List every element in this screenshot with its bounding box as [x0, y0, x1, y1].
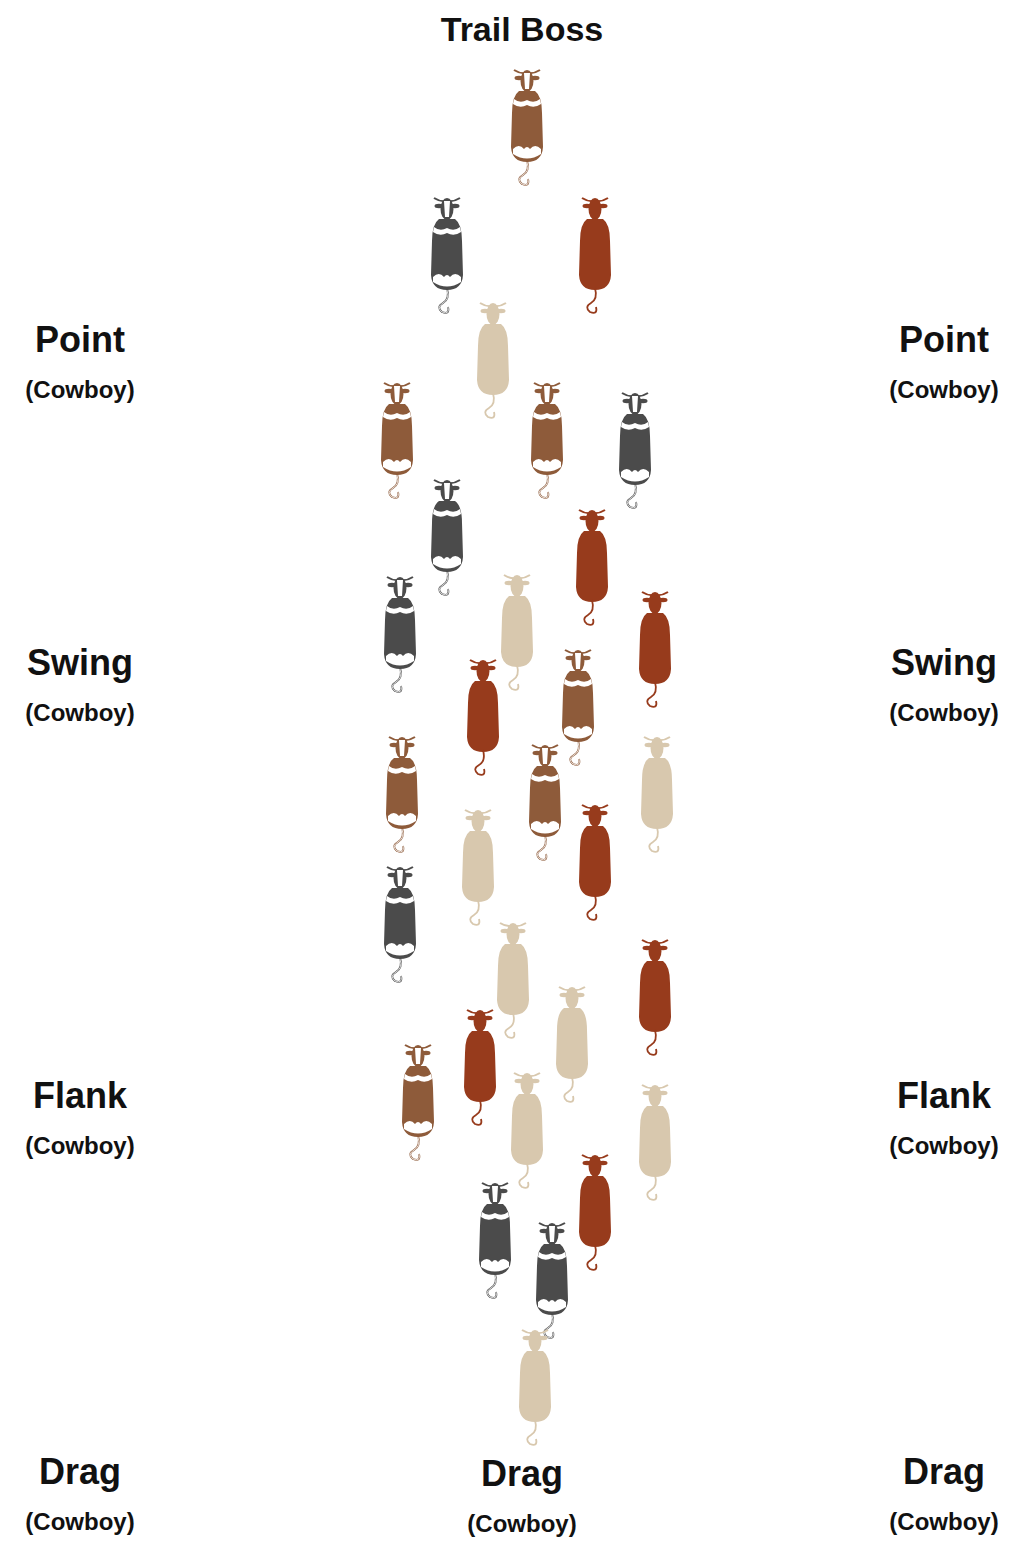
role-label: (Cowboy)	[25, 1508, 134, 1536]
cow-figure	[384, 577, 416, 692]
cow-figure	[639, 1085, 671, 1200]
cow-figure	[467, 660, 499, 775]
cow-figure	[477, 303, 509, 418]
cow-figure	[511, 1073, 543, 1188]
role-label: (Cowboy)	[25, 376, 134, 404]
role-label: (Cowboy)	[467, 1510, 576, 1538]
cow-figure	[402, 1045, 434, 1160]
cow-figure	[556, 987, 588, 1102]
role-label: Flank	[897, 1075, 991, 1116]
role-label: (Cowboy)	[889, 1132, 998, 1160]
cow-figure	[576, 510, 608, 625]
role-label: (Cowboy)	[889, 699, 998, 727]
cow-figure	[619, 393, 651, 508]
cow-figure	[519, 1330, 551, 1445]
cow-figure	[384, 867, 416, 982]
role-label: (Cowboy)	[25, 1132, 134, 1160]
role-label: Point	[35, 319, 125, 360]
role-label: Drag	[39, 1451, 121, 1492]
cow-figure	[639, 592, 671, 707]
role-label: Drag	[903, 1451, 985, 1492]
cow-figure	[511, 70, 543, 185]
cow-figure	[639, 940, 671, 1055]
cow-figure	[579, 805, 611, 920]
role-label: Flank	[33, 1075, 127, 1116]
cow-figure	[464, 1010, 496, 1125]
cow-figure	[562, 650, 594, 765]
role-label: Swing	[891, 642, 997, 683]
cow-figure	[462, 810, 494, 925]
cow-figure	[641, 737, 673, 852]
role-label: Swing	[27, 642, 133, 683]
cow-figure	[579, 198, 611, 313]
role-label: (Cowboy)	[889, 1508, 998, 1536]
cow-figure	[529, 745, 561, 860]
cow-figure	[497, 923, 529, 1038]
role-label: Drag	[481, 1453, 563, 1494]
leader-label: Trail Boss	[441, 10, 604, 49]
cow-figure	[579, 1155, 611, 1270]
cow-figure	[431, 198, 463, 313]
cow-figure	[381, 383, 413, 498]
cow-figure	[531, 383, 563, 498]
cow-figure	[431, 480, 463, 595]
cow-figure	[501, 575, 533, 690]
role-label: (Cowboy)	[25, 699, 134, 727]
role-label: (Cowboy)	[889, 376, 998, 404]
cow-figure	[536, 1223, 568, 1338]
cow-figure	[386, 737, 418, 852]
role-label: Point	[899, 319, 989, 360]
cow-figure	[479, 1183, 511, 1298]
